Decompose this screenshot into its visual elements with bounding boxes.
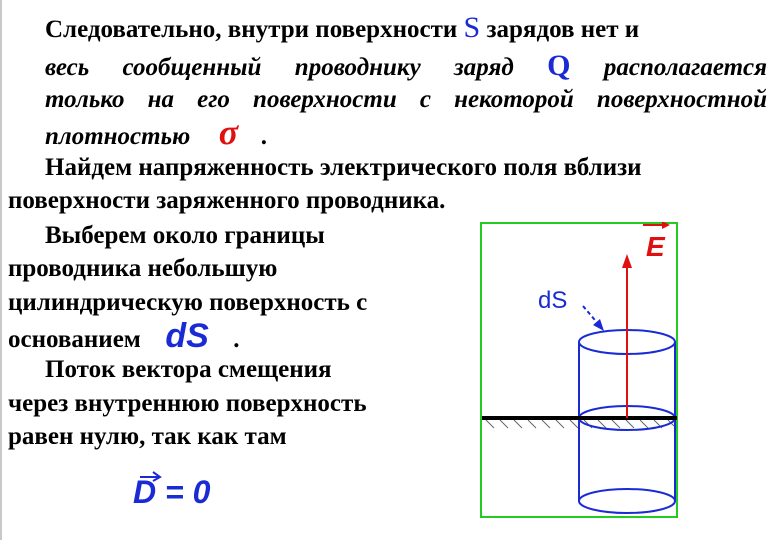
field-vector-E	[622, 254, 632, 418]
text-line-3: только на его поверхности с некоторой по…	[45, 86, 767, 113]
text-line-13: равен нулю, так как там	[8, 423, 287, 450]
text-line-4-end: .	[260, 123, 267, 150]
symbol-sigma: σ	[218, 112, 239, 152]
figure-frame	[480, 222, 678, 518]
text-line-1-start: Следовательно, внутри поверхности	[45, 16, 458, 43]
cylinder-figure: E dS	[480, 221, 678, 518]
text-line-9: цилиндрическую поверхность с	[8, 289, 368, 316]
formula-text: D = 0	[133, 474, 211, 510]
label-E: E	[646, 231, 666, 262]
text-line-6: поверхности заряженного проводника.	[8, 187, 446, 214]
text-line-12: через внутреннюю поверхность	[8, 390, 367, 417]
cylinder-bottom-base	[578, 488, 676, 514]
symbol-dS: dS	[165, 317, 209, 355]
label-E-group	[643, 221, 670, 229]
text-line-1: Следовательно, внутри поверхности S заря…	[45, 12, 639, 46]
text-line-4: плотностью σ .	[45, 114, 267, 153]
text-line-4-start: плотностью	[45, 123, 191, 150]
symbol-Q: Q	[547, 49, 571, 82]
vector-arrow-icon	[140, 471, 162, 482]
text-line-10-start: основанием	[8, 326, 141, 353]
symbol-S: S	[463, 11, 481, 44]
label-dS: dS	[538, 287, 567, 314]
cylinder-mid-ellipse-front	[578, 417, 676, 431]
slide-left-edge	[0, 0, 2, 540]
text-line-7: Выберем около границы	[45, 222, 325, 249]
text-line-1-end: зарядов нет и	[486, 16, 640, 43]
text-line-10: основанием dS .	[8, 317, 240, 356]
text-line-5: Найдем напряженность электрического поля…	[45, 154, 642, 181]
text-line-2-start: весь сообщенный проводнику заряд	[45, 54, 514, 81]
figure-svg: E dS	[480, 221, 678, 518]
text-line-2: весь сообщенный проводнику заряд Q распо…	[45, 50, 767, 84]
text-line-10-end: .	[233, 326, 240, 353]
dS-pointer	[582, 305, 604, 331]
text-line-11: Поток вектора смещения	[45, 356, 332, 383]
text-line-8: проводника небольшую	[8, 255, 278, 282]
text-line-2-end: располагается	[603, 54, 768, 81]
